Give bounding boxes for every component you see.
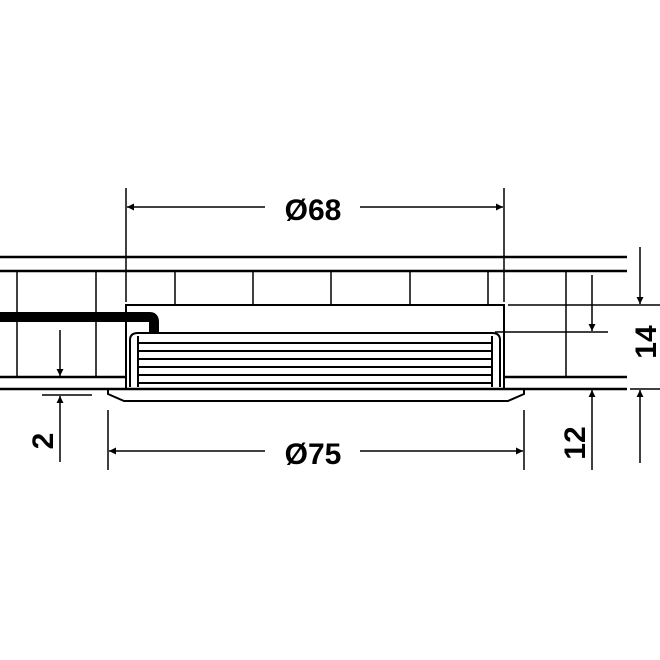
panel-top-surface bbox=[0, 255, 627, 273]
cable bbox=[0, 312, 159, 333]
panel-core-lines bbox=[16, 271, 567, 377]
label-inner-diameter: Ø68 bbox=[285, 194, 342, 227]
label-body-depth: 12 bbox=[559, 426, 592, 459]
ribbed-insert bbox=[129, 332, 501, 387]
label-total-depth: 14 bbox=[630, 325, 660, 359]
recess-housing bbox=[125, 304, 505, 390]
dimension-inner-diameter bbox=[125, 188, 505, 302]
label-flange-thickness: 2 bbox=[27, 433, 60, 450]
flange bbox=[107, 389, 525, 402]
dimension-outer-diameter bbox=[107, 410, 525, 470]
dimension-flange-thickness bbox=[42, 330, 92, 462]
dimension-body-depth bbox=[495, 275, 608, 470]
label-outer-diameter: Ø75 bbox=[285, 438, 342, 471]
dimension-total-depth bbox=[508, 247, 660, 463]
